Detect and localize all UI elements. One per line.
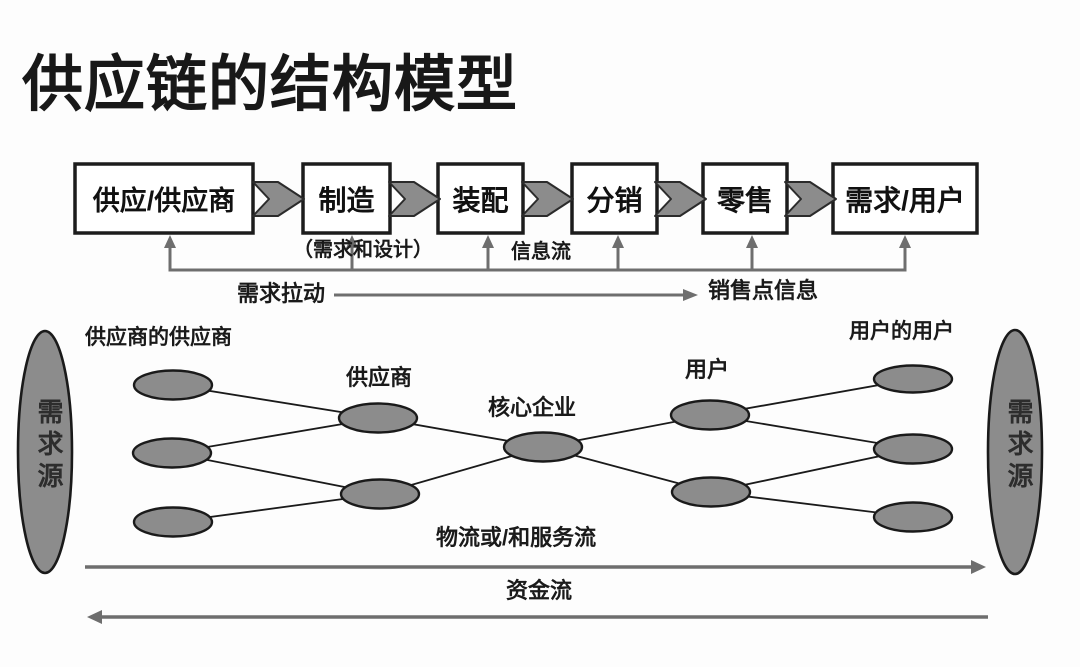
flow-box-assembly: 装配 [452, 184, 509, 216]
tier-label-suppliers-supplier: 供应商的供应商 [85, 326, 232, 349]
network-node-core [502, 431, 584, 463]
pos-info-label: 销售点信息 [708, 278, 819, 303]
network-node [872, 433, 954, 465]
logistics-arrow [85, 560, 986, 574]
demand-source-shapes [16, 328, 1044, 576]
flow-box-manufacture: 制造 [318, 184, 375, 216]
flow-box-supply-supplier: 供应/供应商 [92, 186, 236, 216]
info-flow-label: 信息流 [511, 241, 571, 263]
logistics-flow-label: 物流或/和服务流 [436, 525, 597, 550]
network-node [872, 501, 954, 533]
capital-arrow [87, 610, 988, 624]
network-node [872, 364, 954, 394]
flow-box-distribution: 分销 [586, 184, 643, 216]
network-node [132, 369, 214, 401]
feedback-arrowheads [164, 235, 911, 248]
network-node [337, 402, 419, 434]
tier-label-core-enterprise: 核心企业 [488, 395, 577, 420]
flow-box-retail: 零售 [716, 184, 773, 216]
demand-source-left-label: 需求源 [34, 398, 64, 494]
tier-label-user: 用户 [685, 357, 730, 382]
network-node [131, 437, 213, 469]
network-node [132, 506, 214, 538]
demand-source-right-label: 需求源 [1004, 398, 1034, 494]
network-node [670, 476, 752, 508]
network-node [669, 399, 751, 431]
network-node [339, 478, 421, 510]
tier-label-supplier: 供应商 [346, 365, 413, 390]
design-note-label: （需求和设计） [293, 239, 433, 261]
capital-flow-label: 资金流 [506, 578, 573, 603]
network-nodes [131, 364, 954, 538]
demand-source-right-ellipse [986, 328, 1044, 576]
demand-pull-label: 需求拉动 [237, 281, 326, 306]
demand-source-left-ellipse [16, 329, 74, 575]
demand-pull-arrow [334, 289, 698, 301]
information-feedback-lines [168, 246, 907, 272]
flow-box-demand-user: 需求/用户 [845, 184, 965, 216]
tier-label-users-user: 用户的用户 [849, 320, 954, 343]
chevron-connectors [252, 181, 837, 217]
page-title: 供应链的结构模型 [22, 52, 519, 119]
